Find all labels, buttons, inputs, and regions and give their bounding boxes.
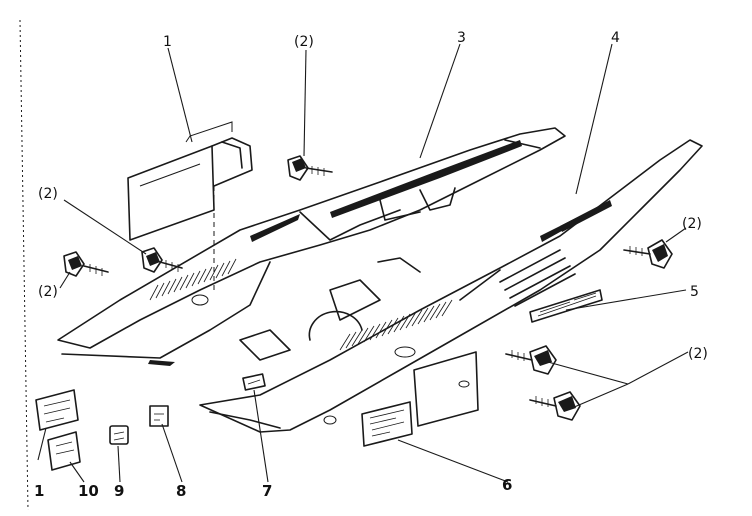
callout-2-left-lower: (2): [38, 284, 58, 300]
part-7-badge: [242, 373, 266, 391]
screw-left-lower: [63, 251, 109, 277]
callout-10: 10: [78, 482, 99, 500]
part-4-front-panel: [199, 139, 703, 433]
callout-2-top: (2): [294, 34, 314, 50]
callout-2-left-upper: (2): [38, 186, 58, 202]
part-1-lower-plate: [35, 389, 79, 431]
part-1-panel: [127, 121, 253, 290]
callout-2-right-upper: (2): [682, 216, 702, 232]
callout-6: 6: [502, 476, 512, 494]
callout-4: 4: [611, 30, 620, 46]
callout-9: 9: [114, 482, 124, 500]
callout-2-right-lower: (2): [688, 346, 708, 362]
part-9-badge: [109, 425, 129, 445]
screw-left-upper: [141, 247, 183, 273]
screw-right-upper: [623, 239, 673, 269]
callout-8: 8: [176, 482, 186, 500]
part-8-label: [149, 405, 169, 427]
part-3-rear-panel: [57, 127, 566, 366]
callout-3: 3: [457, 30, 466, 46]
callout-5: 5: [690, 284, 699, 300]
part-5-label-strip: [529, 289, 603, 323]
callout-7: 7: [262, 482, 272, 500]
screw-top-center: [287, 155, 333, 181]
leader-lines: [37, 43, 689, 483]
part-10-plate: [47, 431, 81, 471]
part-6-label-plate: [361, 401, 413, 447]
page-margin-line: [19, 19, 29, 511]
screw-right-middle: [505, 345, 557, 375]
callout-1-bottom: 1: [34, 482, 44, 500]
screw-right-lower: [529, 391, 581, 421]
callout-1-top: 1: [163, 34, 172, 50]
